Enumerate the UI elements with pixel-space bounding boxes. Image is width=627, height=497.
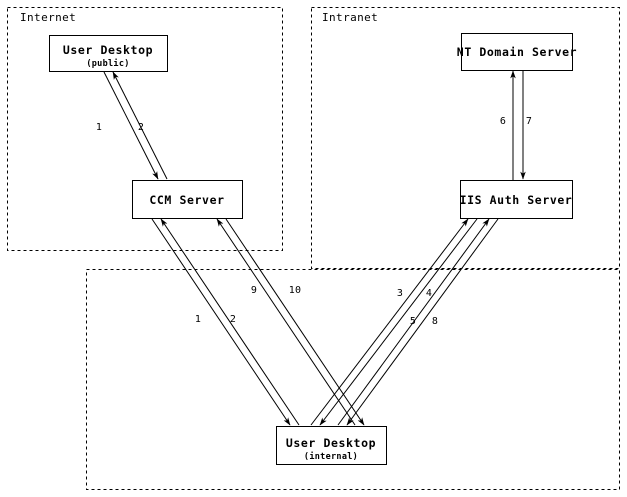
flow-label-7: 7 bbox=[526, 116, 532, 127]
node-title-user-desktop-public: User Desktop bbox=[63, 43, 153, 57]
flow-group-internal-iis-b bbox=[337, 218, 499, 426]
flow-label-8: 8 bbox=[432, 316, 438, 327]
node-title-nt-domain-server: NT Domain Server bbox=[457, 45, 577, 59]
node-ccm-server[interactable]: CCM Server bbox=[131, 179, 244, 220]
node-title-iis-auth-server: IIS Auth Server bbox=[460, 193, 573, 207]
flow-line-2-public bbox=[112, 71, 168, 180]
flow-line-5 bbox=[337, 218, 490, 426]
node-box-user-desktop-internal bbox=[275, 425, 388, 466]
flow-label-4: 4 bbox=[426, 288, 432, 299]
flow-label-1-internal: 1 bbox=[195, 314, 201, 325]
node-title-ccm-server: CCM Server bbox=[149, 193, 224, 207]
flow-group-public-ccm bbox=[103, 71, 168, 180]
zone-internal-boundary bbox=[86, 269, 620, 490]
node-iis-auth-server[interactable]: IIS Auth Server bbox=[459, 179, 574, 220]
zone-internet-boundary bbox=[7, 7, 283, 251]
zone-label-intranet: Intranet bbox=[322, 11, 378, 24]
flow-label-5: 5 bbox=[410, 316, 416, 327]
flow-line-3 bbox=[310, 218, 469, 426]
node-user-desktop-public[interactable]: User Desktop (public) bbox=[48, 34, 169, 73]
flow-label-2-public: 2 bbox=[138, 122, 144, 133]
flow-label-2-internal: 2 bbox=[230, 314, 236, 325]
node-box-nt-domain-server bbox=[460, 32, 574, 72]
zone-intranet-boundary bbox=[311, 7, 620, 269]
flow-line-9 bbox=[216, 218, 356, 426]
flow-group-iis-nt bbox=[510, 70, 526, 180]
flow-line-4 bbox=[319, 218, 478, 426]
node-box-user-desktop-public bbox=[48, 34, 169, 73]
flow-label-1-public: 1 bbox=[96, 122, 102, 133]
node-subtitle-user-desktop-public: (public) bbox=[86, 58, 129, 69]
flow-label-10: 10 bbox=[289, 285, 301, 296]
flow-line-1-internal bbox=[160, 218, 300, 426]
flow-group-internal-ccm-b bbox=[216, 218, 365, 426]
flow-group-internal-iis-a bbox=[310, 218, 478, 426]
node-user-desktop-internal[interactable]: User Desktop (internal) bbox=[275, 425, 388, 466]
flow-group-internal-ccm-a bbox=[151, 218, 300, 426]
node-subtitle-user-desktop-internal: (internal) bbox=[304, 451, 358, 462]
flow-label-9: 9 bbox=[251, 285, 257, 296]
zone-boundaries bbox=[7, 7, 620, 490]
flow-line-8 bbox=[346, 218, 499, 426]
node-box-ccm-server bbox=[131, 179, 244, 220]
flow-label-3: 3 bbox=[397, 288, 403, 299]
node-box-iis-auth-server bbox=[459, 179, 574, 220]
flow-line-2-internal bbox=[151, 218, 291, 426]
flow-line-1-public bbox=[103, 71, 159, 180]
zone-label-internet: Internet bbox=[20, 11, 76, 24]
flow-label-6: 6 bbox=[500, 116, 506, 127]
flow-line-10 bbox=[225, 218, 365, 426]
node-nt-domain-server[interactable]: NT Domain Server bbox=[457, 32, 577, 72]
node-title-user-desktop-internal: User Desktop bbox=[286, 436, 376, 450]
